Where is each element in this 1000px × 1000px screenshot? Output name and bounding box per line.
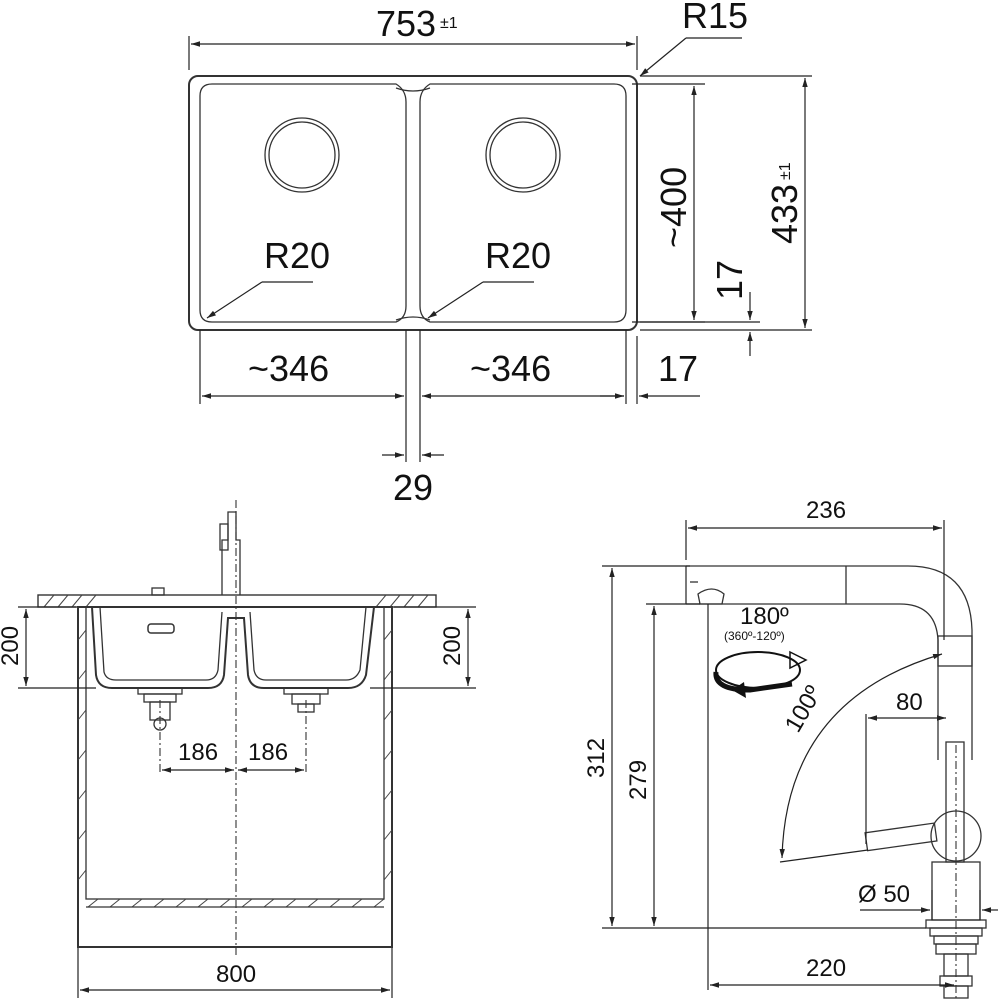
- bowl-right-outline: [419, 83, 627, 323]
- swivel-arc: [779, 653, 943, 859]
- divider-bottom: [395, 316, 431, 321]
- tap-hole-cap: [151, 587, 165, 596]
- sink-outer-outline: [188, 75, 638, 331]
- tap-spout: [686, 565, 973, 760]
- drain-left-inner: [268, 121, 336, 189]
- dim-height-total: 312: [583, 738, 610, 778]
- corner-right-label: R20: [485, 235, 551, 276]
- tap-body: [945, 741, 965, 863]
- worktop: [37, 594, 437, 608]
- tap-spray-head: [697, 588, 725, 605]
- dim-drain-right: 186: [248, 739, 288, 766]
- dim-height-right: 200: [439, 626, 466, 666]
- rotation-label: 180º: [740, 603, 789, 630]
- cabinet-hatch: [77, 629, 393, 908]
- tap-view: 236 180º (360º-120º) 312 279 100º 80: [583, 497, 998, 1000]
- corner-left-label: R20: [264, 235, 330, 276]
- cabinet-inner: [85, 606, 385, 900]
- dim-depth-value: 433: [764, 184, 805, 244]
- dim-cabinet: 800: [216, 961, 256, 988]
- drain-right-inner: [489, 121, 557, 189]
- bowl-left-outline: [199, 83, 407, 323]
- swivel-label: 100º: [780, 681, 828, 737]
- drain-right: [485, 117, 561, 193]
- dim-rim-right: 17: [658, 348, 698, 389]
- dim-divider: 29: [393, 467, 433, 508]
- cabinet: [77, 606, 393, 948]
- section-bowl-left: [91, 606, 236, 689]
- dim-height-left: 200: [0, 626, 24, 666]
- dim-base: 220: [806, 955, 846, 982]
- section-tap: [221, 511, 241, 595]
- corner-outer-label: R15: [682, 0, 748, 36]
- corner-left-leader: [206, 281, 263, 319]
- dim-reach: 236: [806, 497, 846, 524]
- dim-width-value: 753: [376, 3, 436, 44]
- dim-bowl-right: ~346: [470, 348, 551, 389]
- section-bowl-right: [236, 606, 375, 689]
- section-view: 200 200 186 186 800: [0, 500, 476, 998]
- top-view: 753 ±1 R15 ~400 433 ±1 17 R20 R20: [188, 0, 812, 508]
- overflow-slot: [147, 623, 175, 634]
- dim-side-gap: 17: [709, 260, 750, 300]
- dim-handle: 80: [896, 689, 923, 716]
- rotation-arrow-icon: [713, 650, 808, 698]
- dim-bowl-left: ~346: [248, 348, 329, 389]
- divider-top: [395, 87, 431, 92]
- dim-width-tol: ±1: [440, 15, 458, 32]
- tap-handle: [864, 822, 938, 852]
- dim-drain-left: 186: [178, 739, 218, 766]
- dim-diameter: Ø 50: [858, 881, 910, 908]
- dim-depth-tol: ±1: [777, 162, 794, 180]
- rotation-range: (360º-120º): [724, 629, 785, 643]
- worktop-hatch: [43, 594, 429, 608]
- dim-height-spout: 279: [625, 760, 652, 800]
- corner-right-leader: [427, 281, 484, 319]
- dim-inner-length: ~400: [653, 167, 694, 248]
- drain-left: [264, 117, 340, 193]
